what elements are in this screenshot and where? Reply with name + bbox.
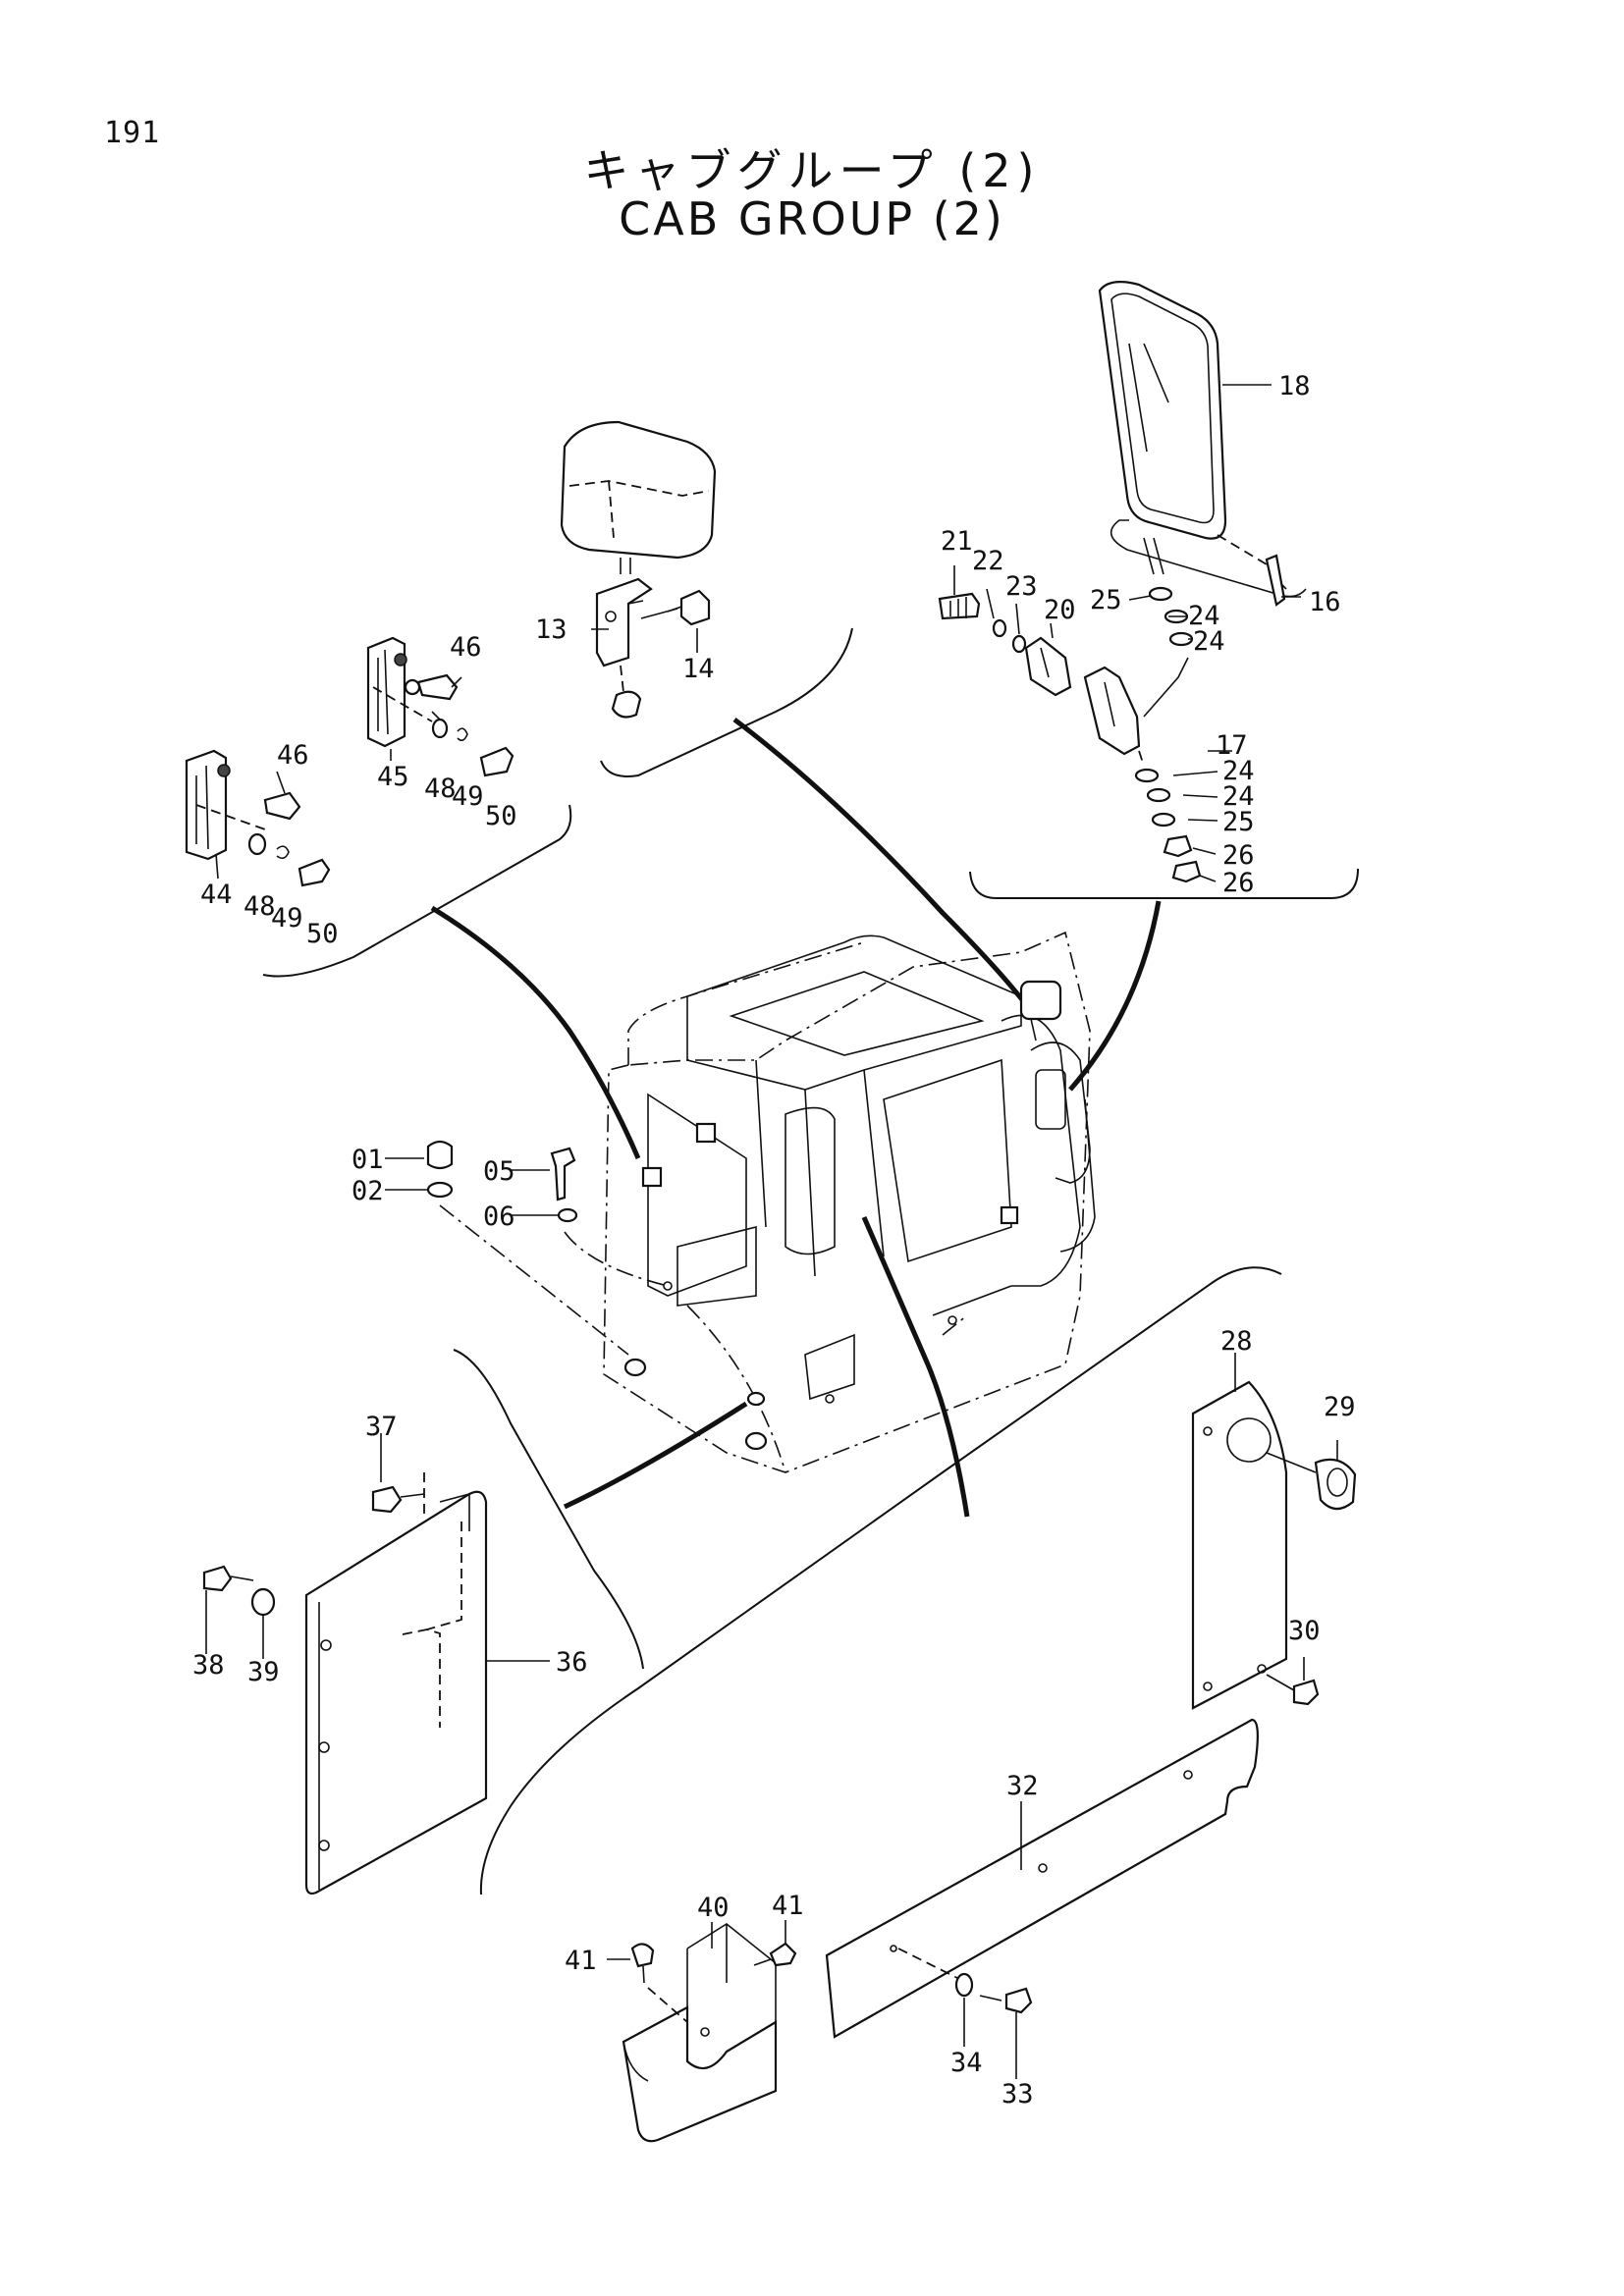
label-29: 29 [1324,1392,1356,1422]
detail-boundary-arcs [262,627,1359,1896]
label-20: 20 [1044,595,1076,625]
label-21: 21 [941,526,973,557]
label-40: 40 [697,1893,730,1923]
label-50a: 50 [306,919,339,949]
label-01: 01 [352,1145,384,1175]
label-48b: 48 [424,774,457,804]
label-33: 33 [1001,2079,1034,2109]
label-49a: 49 [271,903,303,934]
cab-fasteners [426,1140,669,1356]
label-22: 22 [972,546,1004,576]
bracket-40 [622,1923,797,2143]
connector-leaders [430,718,1162,1518]
label-48a: 48 [244,891,276,922]
title-japanese: キャブグループ (2) [583,144,1041,197]
label-18: 18 [1278,371,1311,401]
label-38: 38 [192,1650,225,1681]
panel-36 [202,1472,488,1896]
label-24d: 24 [1222,781,1255,812]
label-37: 37 [365,1412,398,1442]
label-24c: 24 [1222,756,1255,786]
leader-lines [205,384,1338,2079]
cab-body [603,931,1096,1473]
label-23: 23 [1005,571,1038,602]
label-06: 06 [483,1201,515,1232]
part-labels: 01 02 05 06 13 14 16 17 18 20 21 22 23 2… [192,371,1356,2109]
label-28: 28 [1220,1326,1253,1357]
label-26a: 26 [1222,840,1255,871]
label-41b: 41 [772,1891,804,1921]
label-25a: 25 [1090,585,1122,615]
label-25b: 25 [1222,807,1255,837]
label-17: 17 [1216,730,1248,761]
plate-28 [1191,1380,1357,1710]
door-catch-assembly [185,636,514,887]
page-number: 191 [104,116,161,150]
label-24a: 24 [1188,601,1220,631]
mirror-assembly [938,280,1307,883]
label-26b: 26 [1222,868,1255,898]
label-41a: 41 [565,1946,597,1976]
label-44: 44 [200,880,233,910]
label-30: 30 [1288,1616,1321,1646]
label-02: 02 [352,1176,384,1206]
label-36: 36 [556,1647,588,1678]
work-light-assembly [560,420,717,719]
label-50b: 50 [485,801,517,831]
label-46b: 46 [450,632,482,663]
title-english: CAB GROUP (2) [619,192,1005,245]
label-24b: 24 [1193,626,1225,657]
label-49b: 49 [452,781,484,812]
label-34: 34 [950,2048,983,2078]
label-05: 05 [483,1156,515,1187]
label-46a: 46 [277,740,309,771]
label-14: 14 [682,654,715,684]
label-13: 13 [535,614,568,645]
label-45: 45 [377,762,409,792]
label-16: 16 [1309,587,1341,617]
label-32: 32 [1006,1771,1039,1801]
plate-32 [825,1718,1259,2039]
label-39: 39 [247,1657,280,1687]
